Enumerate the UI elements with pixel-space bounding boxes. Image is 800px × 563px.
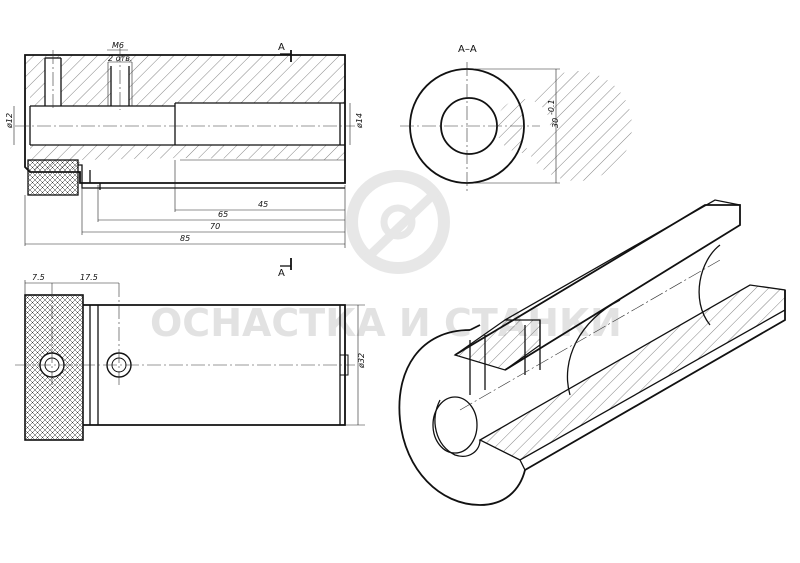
dim-l70: 70 [210, 222, 220, 231]
dim-holes: 2 отв. [108, 54, 132, 63]
dim-d30-tolerance: -0.1 [547, 99, 556, 115]
dim-d32: ø32 [357, 353, 366, 369]
section-marker-top: А [278, 42, 292, 62]
watermark-text: ОСНАСТКА И СТАНКИ [150, 301, 622, 345]
dim-d12: ø12 [5, 113, 14, 129]
dim-d30: 30 [551, 118, 560, 128]
section-marker-label-top: А [278, 42, 285, 53]
dim-d14: ø14 [355, 113, 364, 129]
front-section-view [15, 48, 355, 196]
dim-l17-5: 17.5 [80, 273, 98, 282]
dim-l85: 85 [180, 234, 190, 243]
section-marker-label-bottom: А [278, 268, 285, 279]
isometric-cutaway-view [398, 199, 786, 506]
watermark-logo-icon [346, 170, 450, 274]
dim-thread: М6 [112, 41, 124, 50]
exterior-view-dimensions: 7.5 17.5 ø32 [24, 273, 366, 426]
exterior-view [15, 283, 355, 441]
section-title: А–А [458, 44, 477, 55]
dim-l7-5: 7.5 [32, 273, 45, 282]
dim-l45: 45 [258, 200, 268, 209]
dim-l65: 65 [218, 210, 228, 219]
front-view-dimensions: М6 2 отв. ø12 ø14 45 65 70 85 [5, 41, 364, 248]
section-a-a-view: А–А 30 -0.1 [400, 44, 632, 192]
section-marker-bottom: А [278, 258, 292, 279]
